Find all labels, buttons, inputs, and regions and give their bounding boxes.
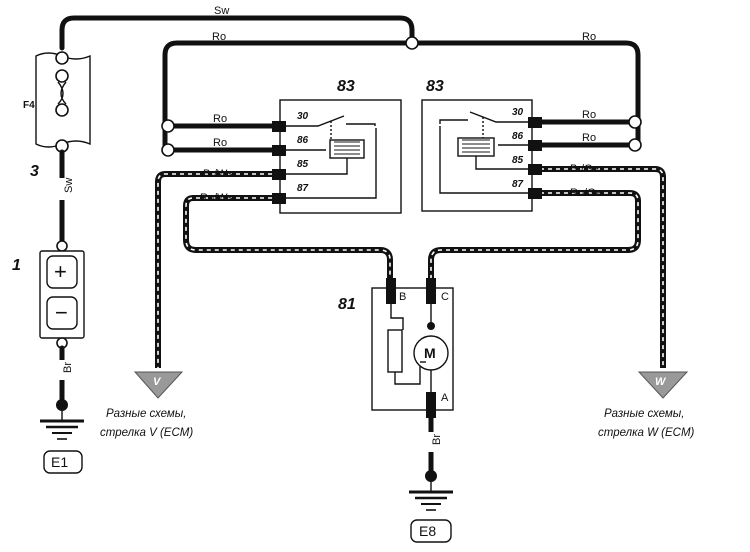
note-left-2: стрелка V (ECM) xyxy=(100,427,193,439)
br-ge-wire: Br/Ge xyxy=(532,163,666,368)
arrow-v-label: V xyxy=(153,376,162,388)
ro-r86-label: Ro xyxy=(582,132,596,144)
ground-e8-label: E8 xyxy=(419,523,436,539)
ro-top-left-label: Ro xyxy=(212,31,226,43)
note-right-1: Разные схемы, xyxy=(604,408,684,420)
ro-r30-label: Ro xyxy=(582,109,596,121)
fuse-number: 3 xyxy=(30,163,39,180)
svg-text:86: 86 xyxy=(512,131,524,142)
relay-left: 83 30 86 85 87 xyxy=(272,78,402,214)
junction-node xyxy=(405,36,419,50)
battery-plus: + xyxy=(54,259,67,284)
svg-text:87: 87 xyxy=(297,183,309,194)
note-right-2: стрелка W (ECM) xyxy=(598,427,695,439)
svg-text:85: 85 xyxy=(297,159,309,170)
ro-top-right-label: Ro xyxy=(582,31,596,43)
battery: + − 1 xyxy=(12,240,85,349)
arrow-w-label: W xyxy=(655,376,667,388)
ro-ws-wire: Ro/Ws xyxy=(183,192,393,278)
svg-text:30: 30 xyxy=(512,107,524,118)
ro-l30-label: Ro xyxy=(213,113,227,125)
sw-wire: Sw xyxy=(59,5,415,51)
svg-text:B: B xyxy=(399,291,406,303)
svg-text:86: 86 xyxy=(297,135,309,146)
note-left-1: Разные схемы, xyxy=(106,408,186,420)
ro-ws-label: Ro/Ws xyxy=(200,192,234,204)
fuse-label: F4 xyxy=(23,100,35,111)
arrow-w: W xyxy=(637,371,689,399)
motor-number: 81 xyxy=(338,296,356,313)
br-ws-wire: Br/Ws xyxy=(155,168,272,368)
left-relay-ro-wires: Ro Ro xyxy=(161,113,275,157)
ro-l86-label: Ro xyxy=(213,137,227,149)
ground-e1: E1 xyxy=(40,399,84,474)
svg-text:A: A xyxy=(441,392,449,404)
svg-text:30: 30 xyxy=(297,111,309,122)
arrow-v: V xyxy=(133,371,184,399)
motor-81: 81 B C A M xyxy=(338,278,454,418)
br-bottom-label: Br xyxy=(431,434,443,445)
motor-symbol: M xyxy=(424,345,436,361)
relay-right-number: 83 xyxy=(426,78,444,95)
ro-ge-label: Ro/Ge xyxy=(570,187,602,199)
svg-text:87: 87 xyxy=(512,179,524,190)
ground-e8: E8 xyxy=(409,470,453,543)
fuse-f4: F4 3 xyxy=(23,51,91,180)
sw-top-label: Sw xyxy=(214,5,229,17)
right-relay-ro-wires: Ro Ro xyxy=(529,109,642,152)
svg-text:85: 85 xyxy=(512,155,524,166)
br-ws-label: Br/Ws xyxy=(203,168,233,180)
ro-ge-wire: Ro/Ge xyxy=(428,187,641,278)
br-ge-label: Br/Ge xyxy=(570,163,599,175)
br-left-label: Br xyxy=(62,362,74,373)
sw-mid-label: Sw xyxy=(63,178,75,193)
relay-left-number: 83 xyxy=(337,78,355,95)
ground-e1-label: E1 xyxy=(51,454,68,470)
relay-right: 83 30 86 85 87 xyxy=(421,78,542,212)
svg-text:C: C xyxy=(441,291,449,303)
ro-feed-wire: Ro Ro xyxy=(162,31,641,129)
battery-minus: − xyxy=(55,300,68,325)
battery-number: 1 xyxy=(12,257,21,274)
